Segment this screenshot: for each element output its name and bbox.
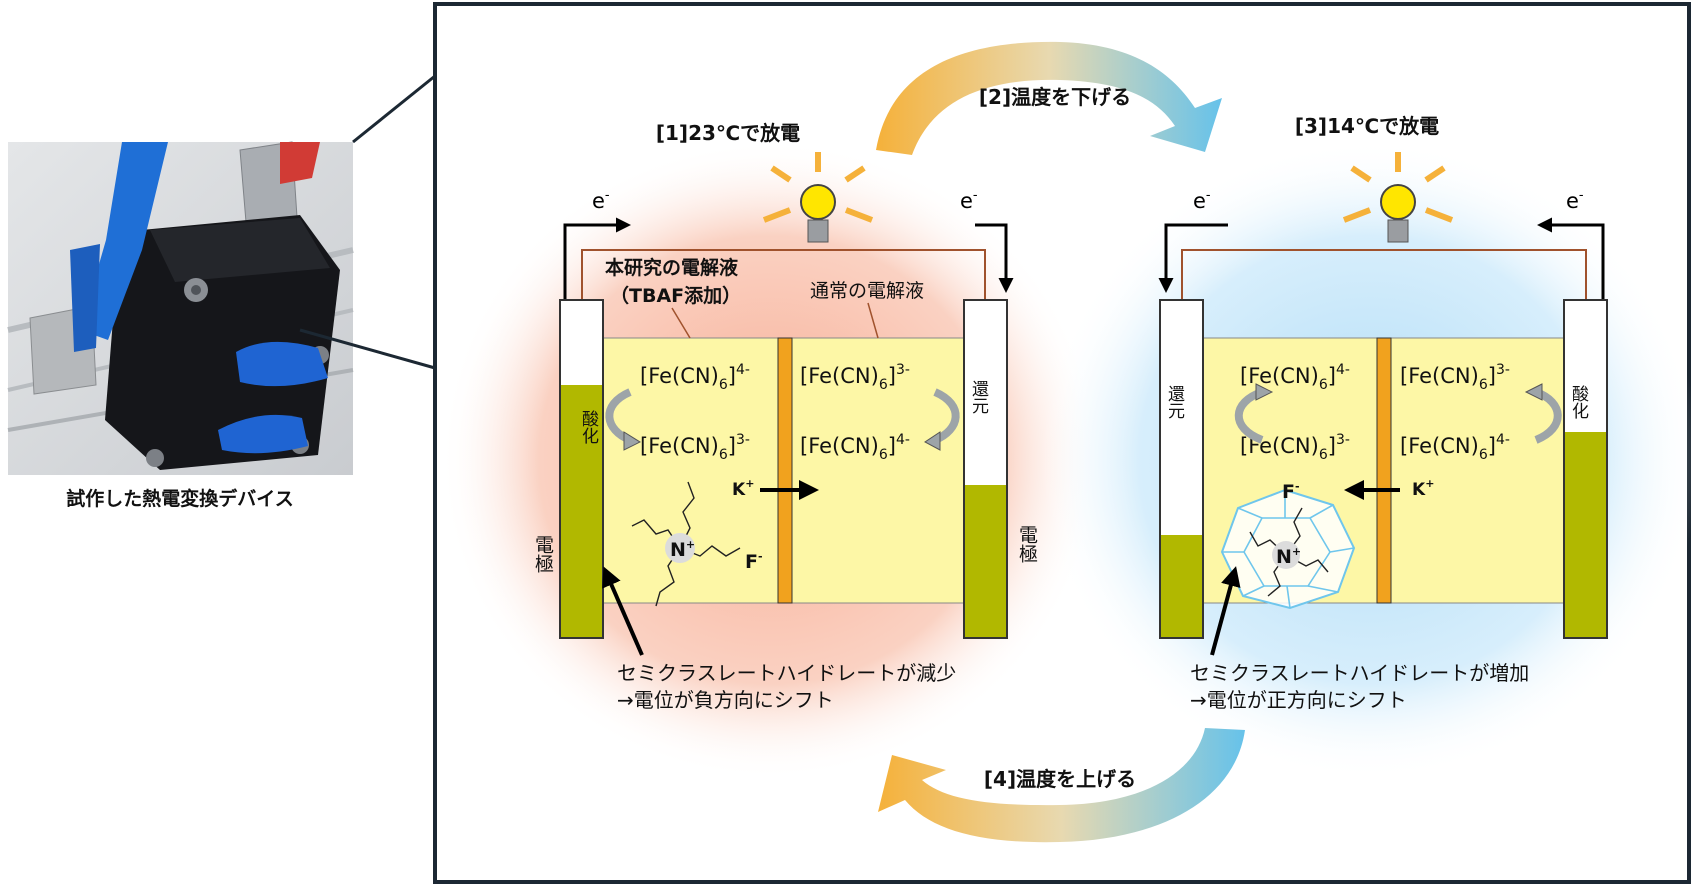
electrode-right-fill <box>965 485 1006 637</box>
formula-right-bottom: [Fe(CN)6]4- <box>800 432 910 463</box>
step1-label: [1]23℃で放電 <box>656 121 800 145</box>
external-wire <box>1181 249 1587 300</box>
callout-line-top <box>352 74 436 144</box>
electrolyte-normal <box>1390 337 1565 604</box>
electron-label-right: e- <box>960 188 978 213</box>
normal-pointer-line <box>867 302 879 339</box>
reduction-label: 還元 <box>968 380 989 414</box>
reaction-arrow-right <box>1534 388 1562 444</box>
step3-label: [3]14℃で放電 <box>1295 114 1439 138</box>
formula-right-top: [Fe(CN)6]3- <box>1400 362 1510 393</box>
f-ion-label: F- <box>1282 480 1300 503</box>
external-wire <box>581 249 986 300</box>
formula-left-top: [Fe(CN)6]4- <box>640 362 750 393</box>
electron-arrow-left <box>1158 223 1228 293</box>
electrode-label-left: 電極 <box>532 535 554 573</box>
photo-caption: 試作した熱電変換デバイス <box>66 487 293 510</box>
electron-label-left: e- <box>1193 188 1211 213</box>
formula-left-top: [Fe(CN)6]4- <box>1240 362 1350 393</box>
electron-arrow-right <box>975 223 1014 293</box>
left-cell: e- e- 酸化 還元 電極 電極 本研究の電解液 （TBAF添加） 通常の電解… <box>532 152 1038 712</box>
research-electrolyte-label: 本研究の電解液 <box>605 256 739 279</box>
formula-left-bottom: [Fe(CN)6]3- <box>640 432 750 463</box>
light-bulb-icon <box>762 152 874 243</box>
reaction-arrow-left <box>605 388 632 444</box>
right-cell: e- e- 還元 酸化 [Fe(CN)6]4- [Fe(CN)6]3- [Fe(… <box>1158 152 1608 712</box>
device-photo <box>7 141 354 475</box>
membrane <box>1376 337 1392 604</box>
membrane <box>777 337 793 604</box>
cooling-arrow <box>876 41 1222 155</box>
normal-electrolyte-label: 通常の電解液 <box>810 280 924 302</box>
step2-label: [2]温度を下げる <box>979 85 1131 109</box>
right-note-line2: →電位が正方向にシフト <box>1190 688 1407 712</box>
electron-arrow-right <box>1537 217 1605 300</box>
oxidation-label: 酸化 <box>1568 385 1589 419</box>
clathrate-cage: N+ F- <box>1220 480 1356 610</box>
right-note-line1: セミクラスレートハイドレートが増加 <box>1190 661 1529 685</box>
electron-label-left: e- <box>592 188 610 213</box>
callout-line-bottom <box>299 328 436 370</box>
light-bulb-icon <box>1342 152 1454 243</box>
electron-arrow-left <box>563 217 631 305</box>
k-ion-label: K+ <box>1412 477 1434 500</box>
electron-label-right: e- <box>1566 188 1584 213</box>
reaction-arrow-left <box>1234 388 1264 444</box>
n-ion-label: N+ <box>670 538 695 561</box>
step4-label: [4]温度を上げる <box>984 767 1136 791</box>
formula-right-top: [Fe(CN)6]3- <box>800 362 910 393</box>
hydrate-pointer-arrow <box>602 566 644 656</box>
electrode-left-fill <box>1161 535 1202 637</box>
n-ion-label: N+ <box>1276 545 1301 568</box>
electrode-left-fill <box>561 385 602 637</box>
oxidation-label: 酸化 <box>578 410 599 444</box>
formula-right-bottom: [Fe(CN)6]4- <box>1400 432 1510 463</box>
electrode-label-right: 電極 <box>1016 525 1038 563</box>
electrode-right-fill <box>1565 432 1606 637</box>
research-pointer-line <box>671 307 691 339</box>
left-note-line2: →電位が負方向にシフト <box>617 688 834 712</box>
k-ion-label: K+ <box>732 477 754 500</box>
reduction-label: 還元 <box>1164 385 1185 419</box>
f-ion-label: F- <box>745 550 763 573</box>
reaction-arrow-right <box>933 388 960 444</box>
hydrate-pointer-arrow <box>1210 566 1241 656</box>
electrolyte-normal <box>790 337 965 604</box>
tbaf-note: （TBAF添加） <box>610 284 741 307</box>
heating-arrow <box>878 728 1245 843</box>
left-note-line1: セミクラスレートハイドレートが減少 <box>617 661 956 685</box>
tba-cation: N+ <box>631 481 741 607</box>
